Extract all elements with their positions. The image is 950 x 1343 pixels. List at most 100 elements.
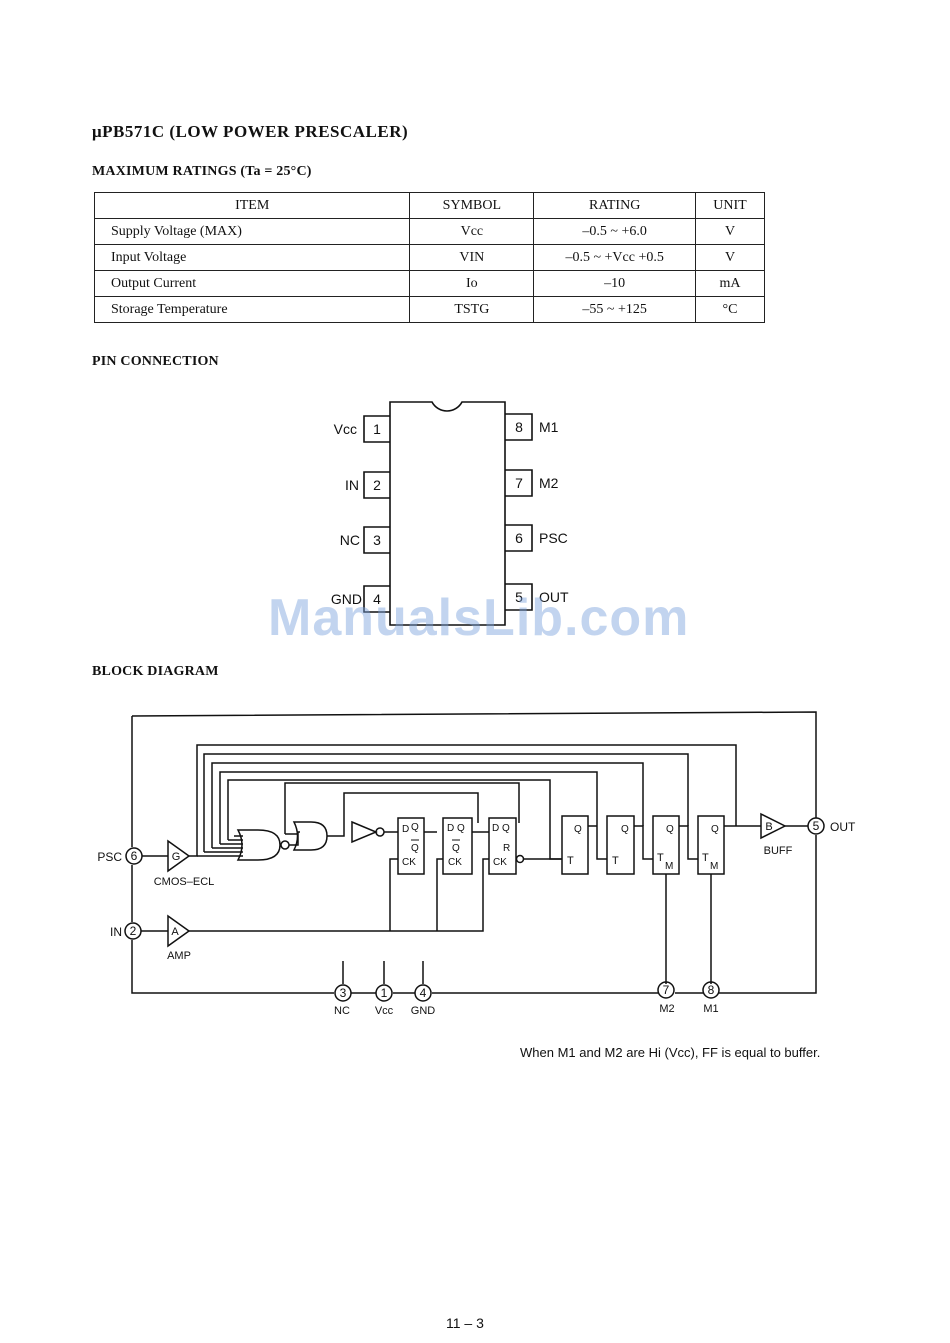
pin-box-4	[363, 585, 390, 613]
pin-box-6	[505, 524, 533, 552]
ff-ck-label: CK	[448, 857, 462, 868]
document-title: μPB571C (LOW POWER PRESCALER)	[92, 122, 409, 141]
m1-label: M1	[703, 1003, 718, 1015]
psc-label: PSC	[97, 850, 122, 864]
pin-box-2	[363, 471, 390, 499]
ff3-bubble	[515, 854, 525, 864]
feedback-wire-3	[211, 762, 644, 848]
cell-rating: –55 ~ +125	[533, 296, 697, 323]
ff-q-label: Q	[621, 824, 629, 835]
ff-r-label: R	[503, 843, 510, 854]
feedback-wire-5	[227, 779, 562, 860]
ff-q-label: Q	[711, 824, 719, 835]
g-caption: CMOS–ECL	[154, 876, 215, 888]
gnd-label: GND	[411, 1005, 436, 1017]
pin-circle-1	[375, 984, 393, 1002]
nand-inputs	[197, 835, 243, 857]
ff-t-label: T	[567, 855, 574, 867]
a-caption: AMP	[167, 950, 191, 962]
ff-tm-label: T	[702, 852, 709, 864]
pin-number: 6	[515, 530, 523, 546]
t-flip-flop-2	[606, 815, 635, 875]
amp-buffer	[167, 914, 191, 948]
ff-tm-label: T	[657, 852, 664, 864]
b-caption: BUFF	[764, 845, 793, 857]
outer-frame-top	[131, 711, 817, 818]
g-label: G	[172, 851, 181, 863]
pin-circle-8	[702, 981, 720, 999]
table-row: Input Voltage VIN –0.5 ~ +Vcc +0.5 V	[93, 244, 765, 271]
pin-circle-7	[657, 981, 675, 999]
feedback-wire-2	[203, 753, 689, 852]
pin-number: 4	[420, 986, 427, 1000]
pin-box-5	[505, 583, 533, 611]
ff-qbar-label: Q	[452, 843, 460, 854]
pin-number: 2	[373, 477, 381, 493]
pin-number: 4	[373, 591, 381, 607]
ff-ck-label: CK	[402, 857, 416, 868]
pin-number: 1	[381, 986, 388, 1000]
feedback-wire-6	[284, 782, 520, 834]
feedback-wire-7	[343, 792, 479, 830]
ff-q-label: Q	[411, 822, 419, 833]
vcc-label: Vcc	[375, 1005, 394, 1017]
ff-qbar-label: Q	[411, 843, 419, 854]
ff-q-label: Q	[457, 823, 465, 834]
pin-circle-3	[334, 984, 352, 1002]
bottom-pin-stubs	[342, 961, 424, 984]
clock-wire-3	[482, 858, 489, 874]
pin-name: NC	[340, 532, 360, 548]
nc-label: NC	[334, 1005, 350, 1017]
out-label: OUT	[830, 820, 856, 834]
pin-name: IN	[345, 477, 359, 493]
t-flip-flop-1	[561, 815, 589, 875]
ff-ck-label: CK	[493, 857, 507, 868]
pin-number: 8	[515, 419, 523, 435]
table-row: Supply Voltage (MAX) Vcc –0.5 ~ +6.0 V	[93, 218, 765, 245]
cell-item: Supply Voltage (MAX)	[93, 218, 411, 245]
m2-label: M2	[659, 1003, 674, 1015]
cell-rating: –0.5 ~ +Vcc +0.5	[533, 244, 697, 271]
tm1-out	[679, 825, 698, 860]
pin-box-8	[505, 413, 533, 441]
pin-number: 8	[708, 983, 715, 997]
pin-number: 1	[373, 421, 381, 437]
cell-unit: mA	[695, 270, 765, 297]
ff-d-label: D	[402, 824, 409, 835]
pin-number: 5	[515, 589, 523, 605]
nand2-out	[327, 830, 345, 837]
cell-item: Output Current	[93, 270, 411, 297]
pin-number: 3	[373, 532, 381, 548]
nand-gate-2	[292, 821, 328, 851]
amp-out-wire	[189, 874, 484, 932]
feedback-wire-4	[219, 771, 607, 860]
ff-t-label: T	[612, 855, 619, 867]
cell-rating: –0.5 ~ +6.0	[533, 218, 697, 245]
flip-flop-3	[488, 817, 517, 875]
outer-frame-right	[719, 835, 817, 994]
pin-circle-4	[414, 984, 432, 1002]
ff-q-label: Q	[502, 823, 510, 834]
block-diagram-note: When M1 and M2 are Hi (Vcc), FF is equal…	[520, 1045, 821, 1060]
clock-wire-1	[389, 858, 398, 931]
pin-circle-5	[807, 817, 825, 835]
cell-item: Input Voltage	[93, 244, 411, 271]
max-ratings-table: ITEM SYMBOL RATING UNIT Supply Voltage (…	[93, 192, 765, 323]
cell-unit: V	[695, 244, 765, 271]
page-number: 11 – 3	[446, 1315, 484, 1331]
pin-circle-2	[124, 922, 142, 940]
watermark: ManualsLib.com	[268, 589, 690, 647]
table-row: Storage Temperature TSTG –55 ~ +125 °C	[93, 296, 765, 323]
max-ratings-heading: MAXIMUM RATINGS (Ta = 25°C)	[92, 164, 312, 179]
pin-box-3	[363, 526, 390, 554]
cell-item: Storage Temperature	[93, 296, 411, 323]
nand-gate-1	[236, 829, 281, 861]
in-label: IN	[110, 925, 122, 939]
pin-name: M1	[539, 419, 559, 435]
header-unit: UNIT	[695, 192, 765, 219]
pin-number: 7	[663, 983, 670, 997]
cell-unit: °C	[695, 296, 765, 323]
pin-name: Vcc	[334, 421, 357, 437]
